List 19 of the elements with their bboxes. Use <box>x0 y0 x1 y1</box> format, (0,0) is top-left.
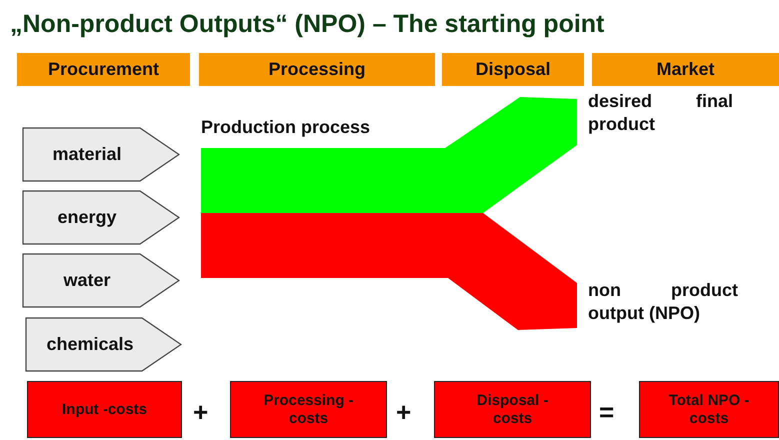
flow-label: Production process <box>201 117 370 138</box>
cost-box: Total NPO -costs <box>639 381 779 438</box>
output-label: non product output (NPO) <box>588 279 738 326</box>
stage-header: Disposal <box>442 53 584 86</box>
input-pentagon: chemicals <box>25 317 182 372</box>
stage-header: Processing <box>199 53 435 86</box>
cost-box: Disposal - costs <box>434 381 591 438</box>
cost-box: Input -costs <box>27 381 182 438</box>
input-pentagon: material <box>22 127 180 182</box>
stage-header: Market <box>592 53 779 86</box>
cost-box: Processing - costs <box>230 381 387 438</box>
equals-sign: = <box>599 397 614 428</box>
plus-sign: + <box>396 397 412 428</box>
stage-header: Procurement <box>17 53 190 86</box>
output-label: desired final product <box>588 90 733 136</box>
input-pentagon: energy <box>22 190 180 245</box>
plus-sign: + <box>193 397 208 428</box>
input-pentagon: water <box>22 253 180 308</box>
title: „Non-product Outputs“ (NPO) – The starting point <box>10 10 604 39</box>
